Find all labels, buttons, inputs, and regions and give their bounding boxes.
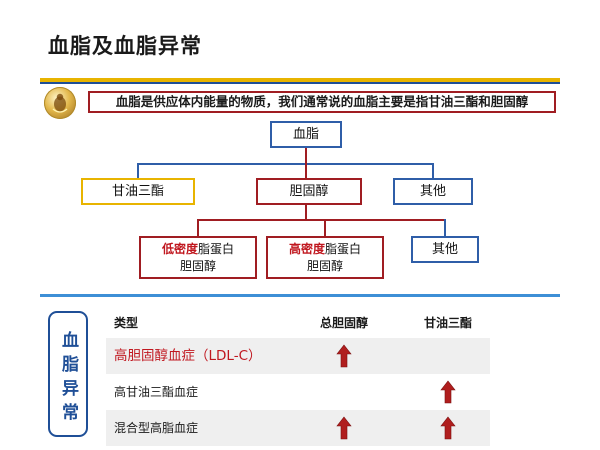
table-row: 高甘油三酯血症 [106,374,490,410]
up-arrow-icon [336,416,352,440]
title-divider-blue [40,82,560,84]
level2-connector [197,148,445,236]
ldl-label-line2: 胆固醇 [179,259,216,273]
node-cholesterol: 胆固醇 [256,178,362,205]
hdl-label-line1: 高密度脂蛋白 [268,241,382,258]
cell-total-cholesterol [318,374,370,410]
intro-statement: 血脂是供应体内能量的物质，我们通常说的血脂主要是指甘油三酯和胆固醇 [88,91,556,113]
node-blood-lipid: 血脂 [270,121,342,148]
row-type-name: 高胆固醇血症（LDL-C） [114,348,262,364]
cell-total-cholesterol [318,338,370,374]
hdl-suffix: 脂蛋白 [325,242,362,256]
node-triglyceride: 甘油三酯 [81,178,195,205]
page-title: 血脂及血脂异常 [48,34,202,58]
header-total-cholesterol: 总胆固醇 [319,316,368,330]
node-other-lipids: 其他 [393,178,473,205]
diagram-connectors [137,148,446,236]
table-header-row: 类型 总胆固醇 甘油三酯 [106,305,490,341]
row-type-name: 高甘油三酯血症 [114,385,199,399]
row-type-name: 混合型高脂血症 [114,421,199,435]
gold-medallion-icon [44,87,76,119]
cell-triglyceride [418,410,478,446]
title-divider-gold [40,78,560,82]
cell-total-cholesterol [318,410,370,446]
up-arrow-icon [440,380,456,404]
node-ldl-cholesterol: 低密度脂蛋白 胆固醇 [139,236,257,279]
up-arrow-icon [440,416,456,440]
ldl-label-line1: 低密度脂蛋白 [141,241,255,258]
level1-connector [137,148,434,178]
header-triglyceride: 甘油三酯 [423,316,472,330]
cell-triglyceride [418,374,478,410]
ldl-suffix: 脂蛋白 [198,242,235,256]
table-row: 混合型高脂血症 [106,410,490,446]
hdl-prefix: 高密度 [288,242,325,256]
cell-triglyceride [418,338,478,374]
dyslipidemia-side-label: 血脂异常 [48,311,88,437]
node-hdl-cholesterol: 高密度脂蛋白 胆固醇 [266,236,384,279]
node-other-cholesterol: 其他 [411,236,479,263]
section-divider [40,294,560,297]
hdl-label-line2: 胆固醇 [306,259,343,273]
header-type: 类型 [114,316,139,330]
up-arrow-icon [336,344,352,368]
table-row: 高胆固醇血症（LDL-C） [106,338,490,374]
ldl-prefix: 低密度 [161,242,198,256]
